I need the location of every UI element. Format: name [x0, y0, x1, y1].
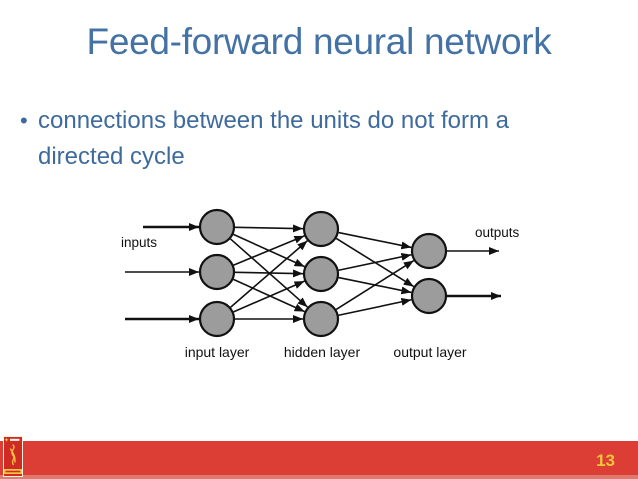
- neuron-node: [198, 253, 236, 291]
- logo-flame-icon: [11, 444, 15, 466]
- connection-arrow: [233, 235, 305, 266]
- neuron-node: [410, 232, 448, 270]
- mipt-logo: [3, 436, 23, 477]
- logo-top-text-mark: [10, 438, 20, 441]
- bullet-line-1: connections between the units do not for…: [38, 107, 509, 134]
- connection-arrow: [233, 278, 305, 313]
- neuron-node: [198, 300, 236, 338]
- bullet-line-2: directed cycle: [38, 143, 185, 170]
- output-layer-label: output layer: [393, 344, 466, 360]
- bullet-text: connections between the units do not for…: [38, 103, 509, 175]
- connection-arrow: [234, 224, 304, 233]
- page-number: 13: [596, 451, 615, 470]
- neuron-node: [302, 255, 340, 293]
- diagram-labels: inputs outputs input layer hidden layer …: [121, 225, 520, 360]
- connection-arrow: [335, 259, 415, 311]
- input-layer-label: input layer: [185, 344, 250, 360]
- bullet-item: • connections between the units do not f…: [20, 103, 626, 175]
- neuron-node: [302, 300, 340, 338]
- footer-bar: [0, 441, 638, 479]
- neuron-node: [302, 210, 340, 248]
- connection-arrow: [338, 231, 412, 250]
- inputs-label: inputs: [121, 235, 157, 250]
- connection-arrow: [338, 252, 412, 272]
- neuron-node: [410, 277, 448, 315]
- footer-bottom-edge: [0, 475, 638, 479]
- connection-arrow: [233, 280, 305, 313]
- connection-arrow: [230, 240, 308, 308]
- neuron-node: [198, 208, 236, 246]
- logo-flame-icon-2: [9, 448, 16, 463]
- outputs-label: outputs: [475, 225, 520, 240]
- connection-arrows: [125, 223, 501, 323]
- bullet-marker: •: [20, 108, 28, 133]
- hidden-layer-label: hidden layer: [284, 344, 361, 360]
- slide-title: Feed-forward neural network: [86, 21, 552, 62]
- logo-banner-text-mark: [5, 470, 21, 473]
- neuron-nodes: [198, 208, 448, 338]
- neural-network-diagram: inputs outputs input layer hidden layer …: [121, 208, 520, 360]
- connection-arrow: [338, 297, 412, 317]
- logo-star-icon: [4, 438, 9, 442]
